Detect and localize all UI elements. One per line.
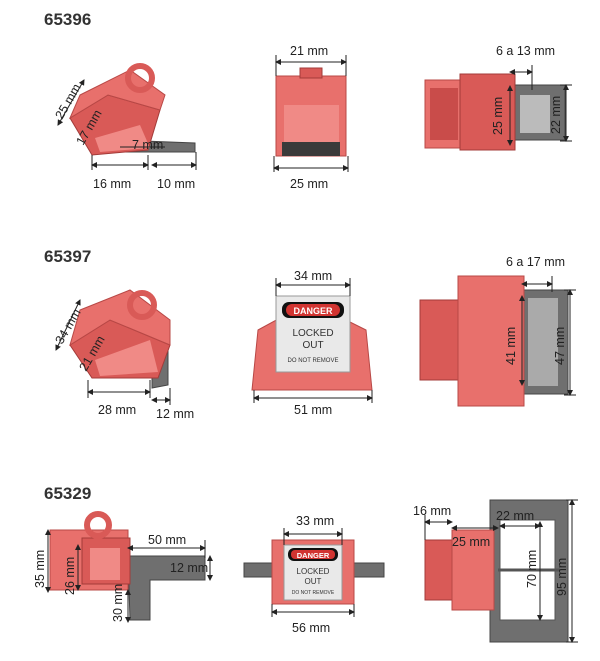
dim-65329-w1: 50 mm (127, 533, 206, 558)
svg-text:21 mm: 21 mm (290, 44, 328, 58)
dim-65396-top-w: 21 mm (275, 44, 347, 76)
svg-text:OUT: OUT (302, 340, 323, 351)
svg-text:10 mm: 10 mm (157, 177, 195, 191)
dim-65397-w1: 28 mm (87, 380, 151, 417)
svg-text:25 mm: 25 mm (290, 177, 328, 191)
svg-text:25 mm: 25 mm (452, 535, 490, 549)
svg-text:34 mm: 34 mm (294, 269, 332, 283)
svg-text:28 mm: 28 mm (98, 403, 136, 417)
dim-65329-w2: 12 mm (170, 555, 213, 581)
svg-text:DO NOT REMOVE: DO NOT REMOVE (292, 590, 335, 596)
svg-text:DANGER: DANGER (297, 551, 330, 560)
product-code-65396: 65396 (44, 10, 92, 29)
dim-65397-side-h2: 47 mm (553, 289, 576, 396)
svg-text:33 mm: 33 mm (296, 514, 334, 528)
svg-text:DO NOT REMOVE: DO NOT REMOVE (288, 358, 339, 364)
svg-text:DANGER: DANGER (293, 306, 333, 316)
product-65396-angled-view (68, 63, 196, 156)
dim-65329-bottom-w: 56 mm (271, 604, 355, 635)
product-code-65329: 65329 (44, 484, 92, 503)
dim-65329-side-h1: 70 mm (525, 521, 543, 621)
dim-65329-side-h2: 95 mm (555, 499, 578, 643)
dim-65396-w2: 10 mm (151, 152, 197, 191)
svg-text:12 mm: 12 mm (156, 407, 194, 421)
svg-text:25 mm: 25 mm (491, 97, 505, 135)
product-65329-angled-view (49, 511, 206, 621)
dim-65397-range: 6 a 17 mm (506, 255, 565, 292)
svg-text:7 mm: 7 mm (132, 138, 163, 152)
dim-65397-top-w: 34 mm (275, 269, 351, 296)
dim-65329-left-w: 16 mm (413, 504, 453, 540)
svg-text:16 mm: 16 mm (93, 177, 131, 191)
product-65397-side-view (419, 275, 569, 407)
svg-text:70 mm: 70 mm (525, 550, 539, 588)
dim-65329-h3: 30 mm (111, 584, 131, 623)
dim-65397-w2: 12 mm (151, 388, 194, 421)
svg-text:41 mm: 41 mm (504, 327, 518, 365)
dim-65396-range: 6 a 13 mm (496, 44, 555, 90)
dim-65329-h1: 35 mm (33, 529, 51, 593)
svg-text:12 mm: 12 mm (170, 561, 208, 575)
svg-text:56 mm: 56 mm (292, 621, 330, 635)
product-65329-front-view: DANGER LOCKED OUT DO NOT REMOVE (243, 539, 385, 605)
dim-65329-inner-w: 22 mm (496, 509, 541, 529)
dim-65396-side-h1: 25 mm (491, 85, 513, 146)
svg-text:30 mm: 30 mm (111, 584, 125, 622)
dim-65396-w1: 16 mm (91, 155, 149, 191)
dim-65329-top-w: 33 mm (283, 514, 343, 545)
svg-text:51 mm: 51 mm (294, 403, 332, 417)
dim-65397-bottom-w: 51 mm (253, 390, 373, 417)
svg-text:LOCKED: LOCKED (297, 567, 330, 576)
product-65397-angled-view (69, 289, 171, 389)
dim-65329-h2: 26 mm (63, 544, 81, 595)
svg-text:16 mm: 16 mm (413, 504, 451, 518)
svg-text:6 a 13 mm: 6 a 13 mm (496, 44, 555, 58)
dim-65396-bottom-w: 25 mm (273, 156, 349, 191)
svg-text:35 mm: 35 mm (33, 550, 47, 588)
product-65396-side-view (424, 73, 566, 151)
dim-65329-mid-w: 25 mm (451, 525, 499, 549)
svg-text:OUT: OUT (305, 577, 322, 586)
dim-65396-side-h2: 22 mm (549, 84, 572, 142)
product-65397-front-view: DANGER LOCKED OUT DO NOT REMOVE (251, 295, 373, 391)
svg-text:26 mm: 26 mm (63, 557, 77, 595)
svg-text:LOCKED: LOCKED (292, 328, 333, 339)
svg-text:22 mm: 22 mm (496, 509, 534, 523)
svg-text:50 mm: 50 mm (148, 533, 186, 547)
svg-text:6 a 17 mm: 6 a 17 mm (506, 255, 565, 269)
product-code-65397: 65397 (44, 247, 92, 266)
dim-65397-side-h1: 41 mm (504, 295, 525, 386)
svg-text:95 mm: 95 mm (555, 558, 569, 596)
product-65396-front-view (275, 67, 347, 157)
svg-text:47 mm: 47 mm (553, 327, 567, 365)
dim-65396-d1: 7 mm (120, 138, 165, 152)
svg-text:22 mm: 22 mm (549, 96, 563, 134)
